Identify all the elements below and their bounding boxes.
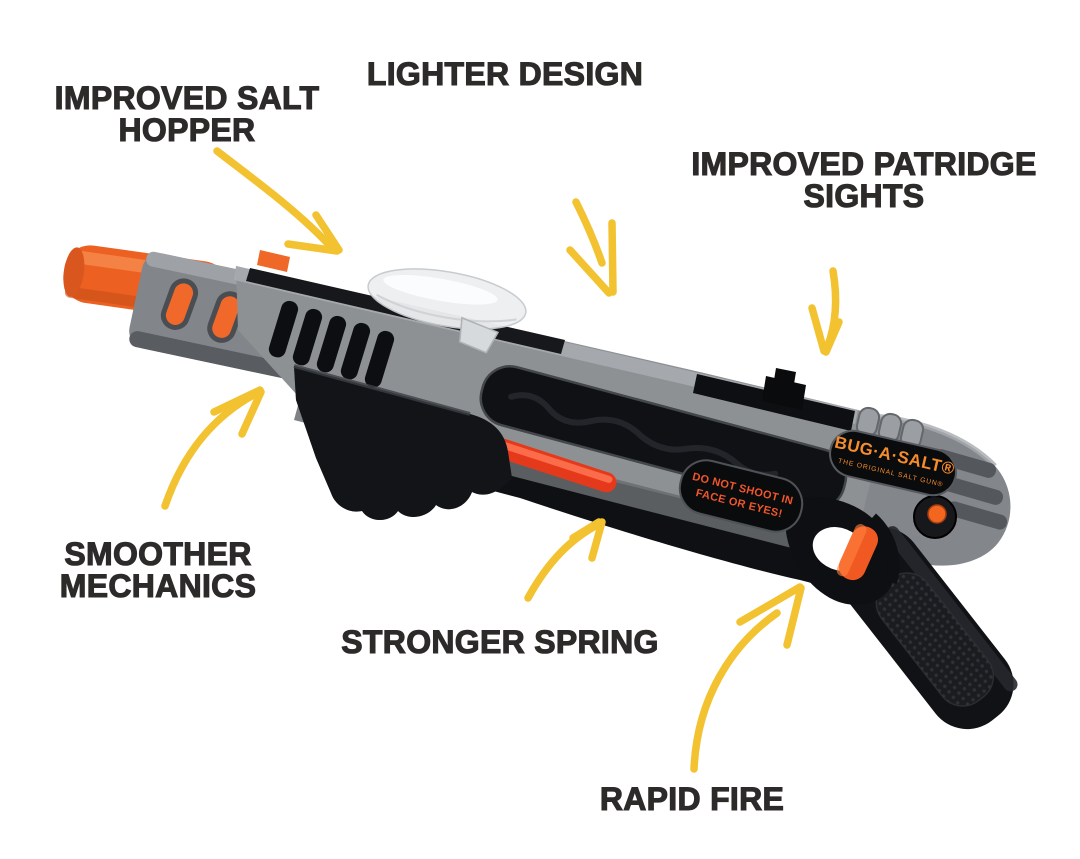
hopper-latch xyxy=(458,316,500,354)
salt-hopper xyxy=(367,268,527,354)
brand-badge: BUG·A·SALT® THE ORIGINAL SALT GUN® xyxy=(829,429,957,497)
safety-button xyxy=(927,504,947,524)
salt-gun: BUG·A·SALT® THE ORIGINAL SALT GUN® DO NO… xyxy=(63,245,1018,730)
annotation-arrows xyxy=(161,147,843,773)
stronger-spring-arrow-icon xyxy=(524,518,606,602)
rear-sight xyxy=(762,376,806,410)
callout-lighter-design: LIGHTER DESIGN xyxy=(366,56,644,92)
shroud-slot xyxy=(160,278,199,330)
front-sight xyxy=(257,250,290,272)
callout-improved-salt-hopper: IMPROVED SALT HOPPER xyxy=(54,80,320,148)
warning-badge: DO NOT SHOOT IN FACE OR EYES! xyxy=(678,459,804,533)
callout-rapid-fire: RAPID FIRE xyxy=(599,781,785,817)
callout-improved-patridge-sights: IMPROVED PATRIDGE SIGHTS xyxy=(691,146,1037,214)
salt-hopper-arrow-icon xyxy=(213,147,343,255)
shroud-slot xyxy=(207,291,245,343)
stock-highlight xyxy=(861,412,997,468)
safety-dial xyxy=(913,495,957,539)
lighter-design-arrow-icon xyxy=(566,198,617,297)
callout-smoother-mechanics: SMOOTHER MECHANICS xyxy=(59,536,257,604)
trigger xyxy=(836,524,879,581)
spring-rod xyxy=(480,434,617,493)
patridge-sights-arrow-icon xyxy=(808,267,843,356)
muzzle-cap xyxy=(63,247,85,297)
smoother-mechanics-arrow-icon xyxy=(161,386,265,510)
callout-stronger-spring: STRONGER SPRING xyxy=(341,624,659,660)
vent-slots xyxy=(268,300,395,388)
rail-ridges xyxy=(855,406,925,450)
rapid-fire-arrow-icon xyxy=(690,583,805,773)
